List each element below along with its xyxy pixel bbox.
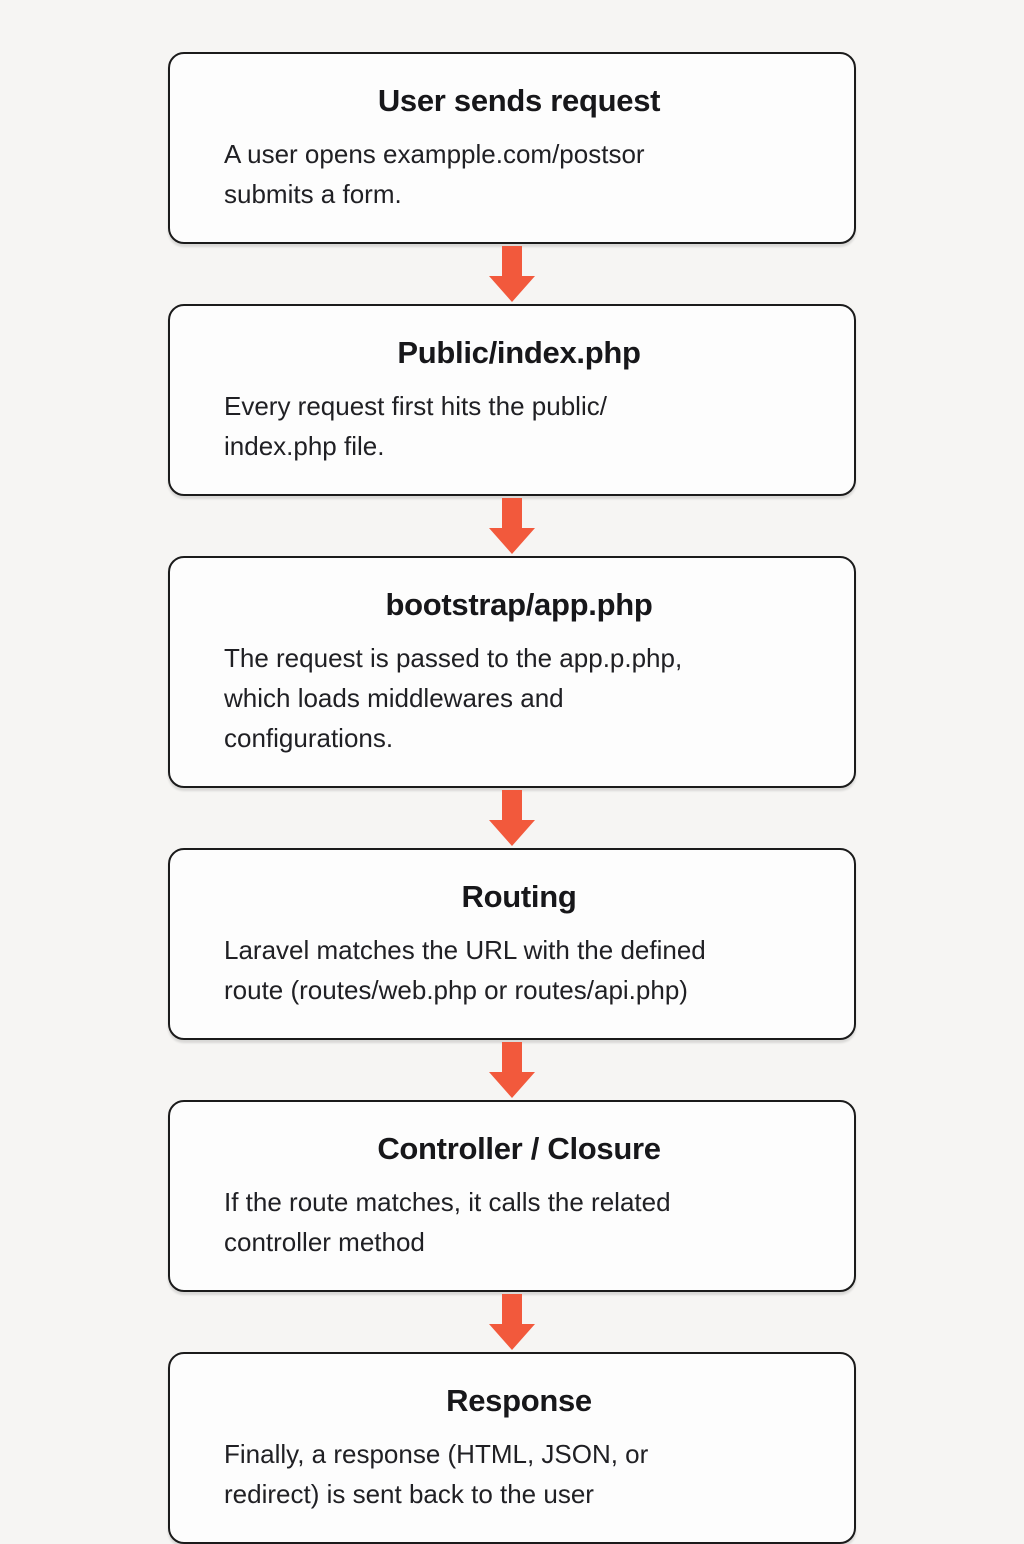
step-description: Laravel matches the URL with the defined… bbox=[224, 935, 706, 1005]
step-title: bootstrap/app.php bbox=[385, 587, 653, 622]
step-description: The request is passed to the app.p.php, … bbox=[224, 643, 683, 753]
step-description: If the route matches, it calls the relat… bbox=[224, 1187, 671, 1257]
step-title: Routing bbox=[461, 879, 577, 914]
step-title: Response bbox=[446, 1383, 592, 1418]
step-title: Controller / Closure bbox=[377, 1131, 661, 1166]
step-user-sends-request: User sends request A user opens exampple… bbox=[168, 52, 856, 244]
step-bootstrap-app-php: bootstrap/app.php The request is passed … bbox=[168, 556, 856, 788]
arrow-down-icon bbox=[489, 1042, 535, 1098]
flow-connector bbox=[168, 496, 856, 556]
request-lifecycle-flowchart: User sends request A user opens exampple… bbox=[168, 0, 856, 1544]
step-title: Public/index.php bbox=[397, 335, 641, 370]
step-public-index-php: Public/index.php Every request first hit… bbox=[168, 304, 856, 496]
step-response: Response Finally, a response (HTML, JSON… bbox=[168, 1352, 856, 1544]
step-description: Finally, a response (HTML, JSON, or redi… bbox=[224, 1439, 649, 1509]
arrow-down-icon bbox=[489, 1294, 535, 1350]
step-routing: Routing Laravel matches the URL with the… bbox=[168, 848, 856, 1040]
arrow-down-icon bbox=[489, 498, 535, 554]
step-description: A user opens exampple.com/postsor submit… bbox=[224, 139, 645, 209]
step-title: User sends request bbox=[377, 83, 661, 118]
flow-connector bbox=[168, 244, 856, 304]
flow-connector bbox=[168, 788, 856, 848]
flow-connector bbox=[168, 1040, 856, 1100]
arrow-down-icon bbox=[489, 790, 535, 846]
step-description: Every request first hits the public/ ind… bbox=[224, 391, 607, 461]
flow-connector bbox=[168, 1292, 856, 1352]
step-controller-closure: Controller / Closure If the route matche… bbox=[168, 1100, 856, 1292]
arrow-down-icon bbox=[489, 246, 535, 302]
